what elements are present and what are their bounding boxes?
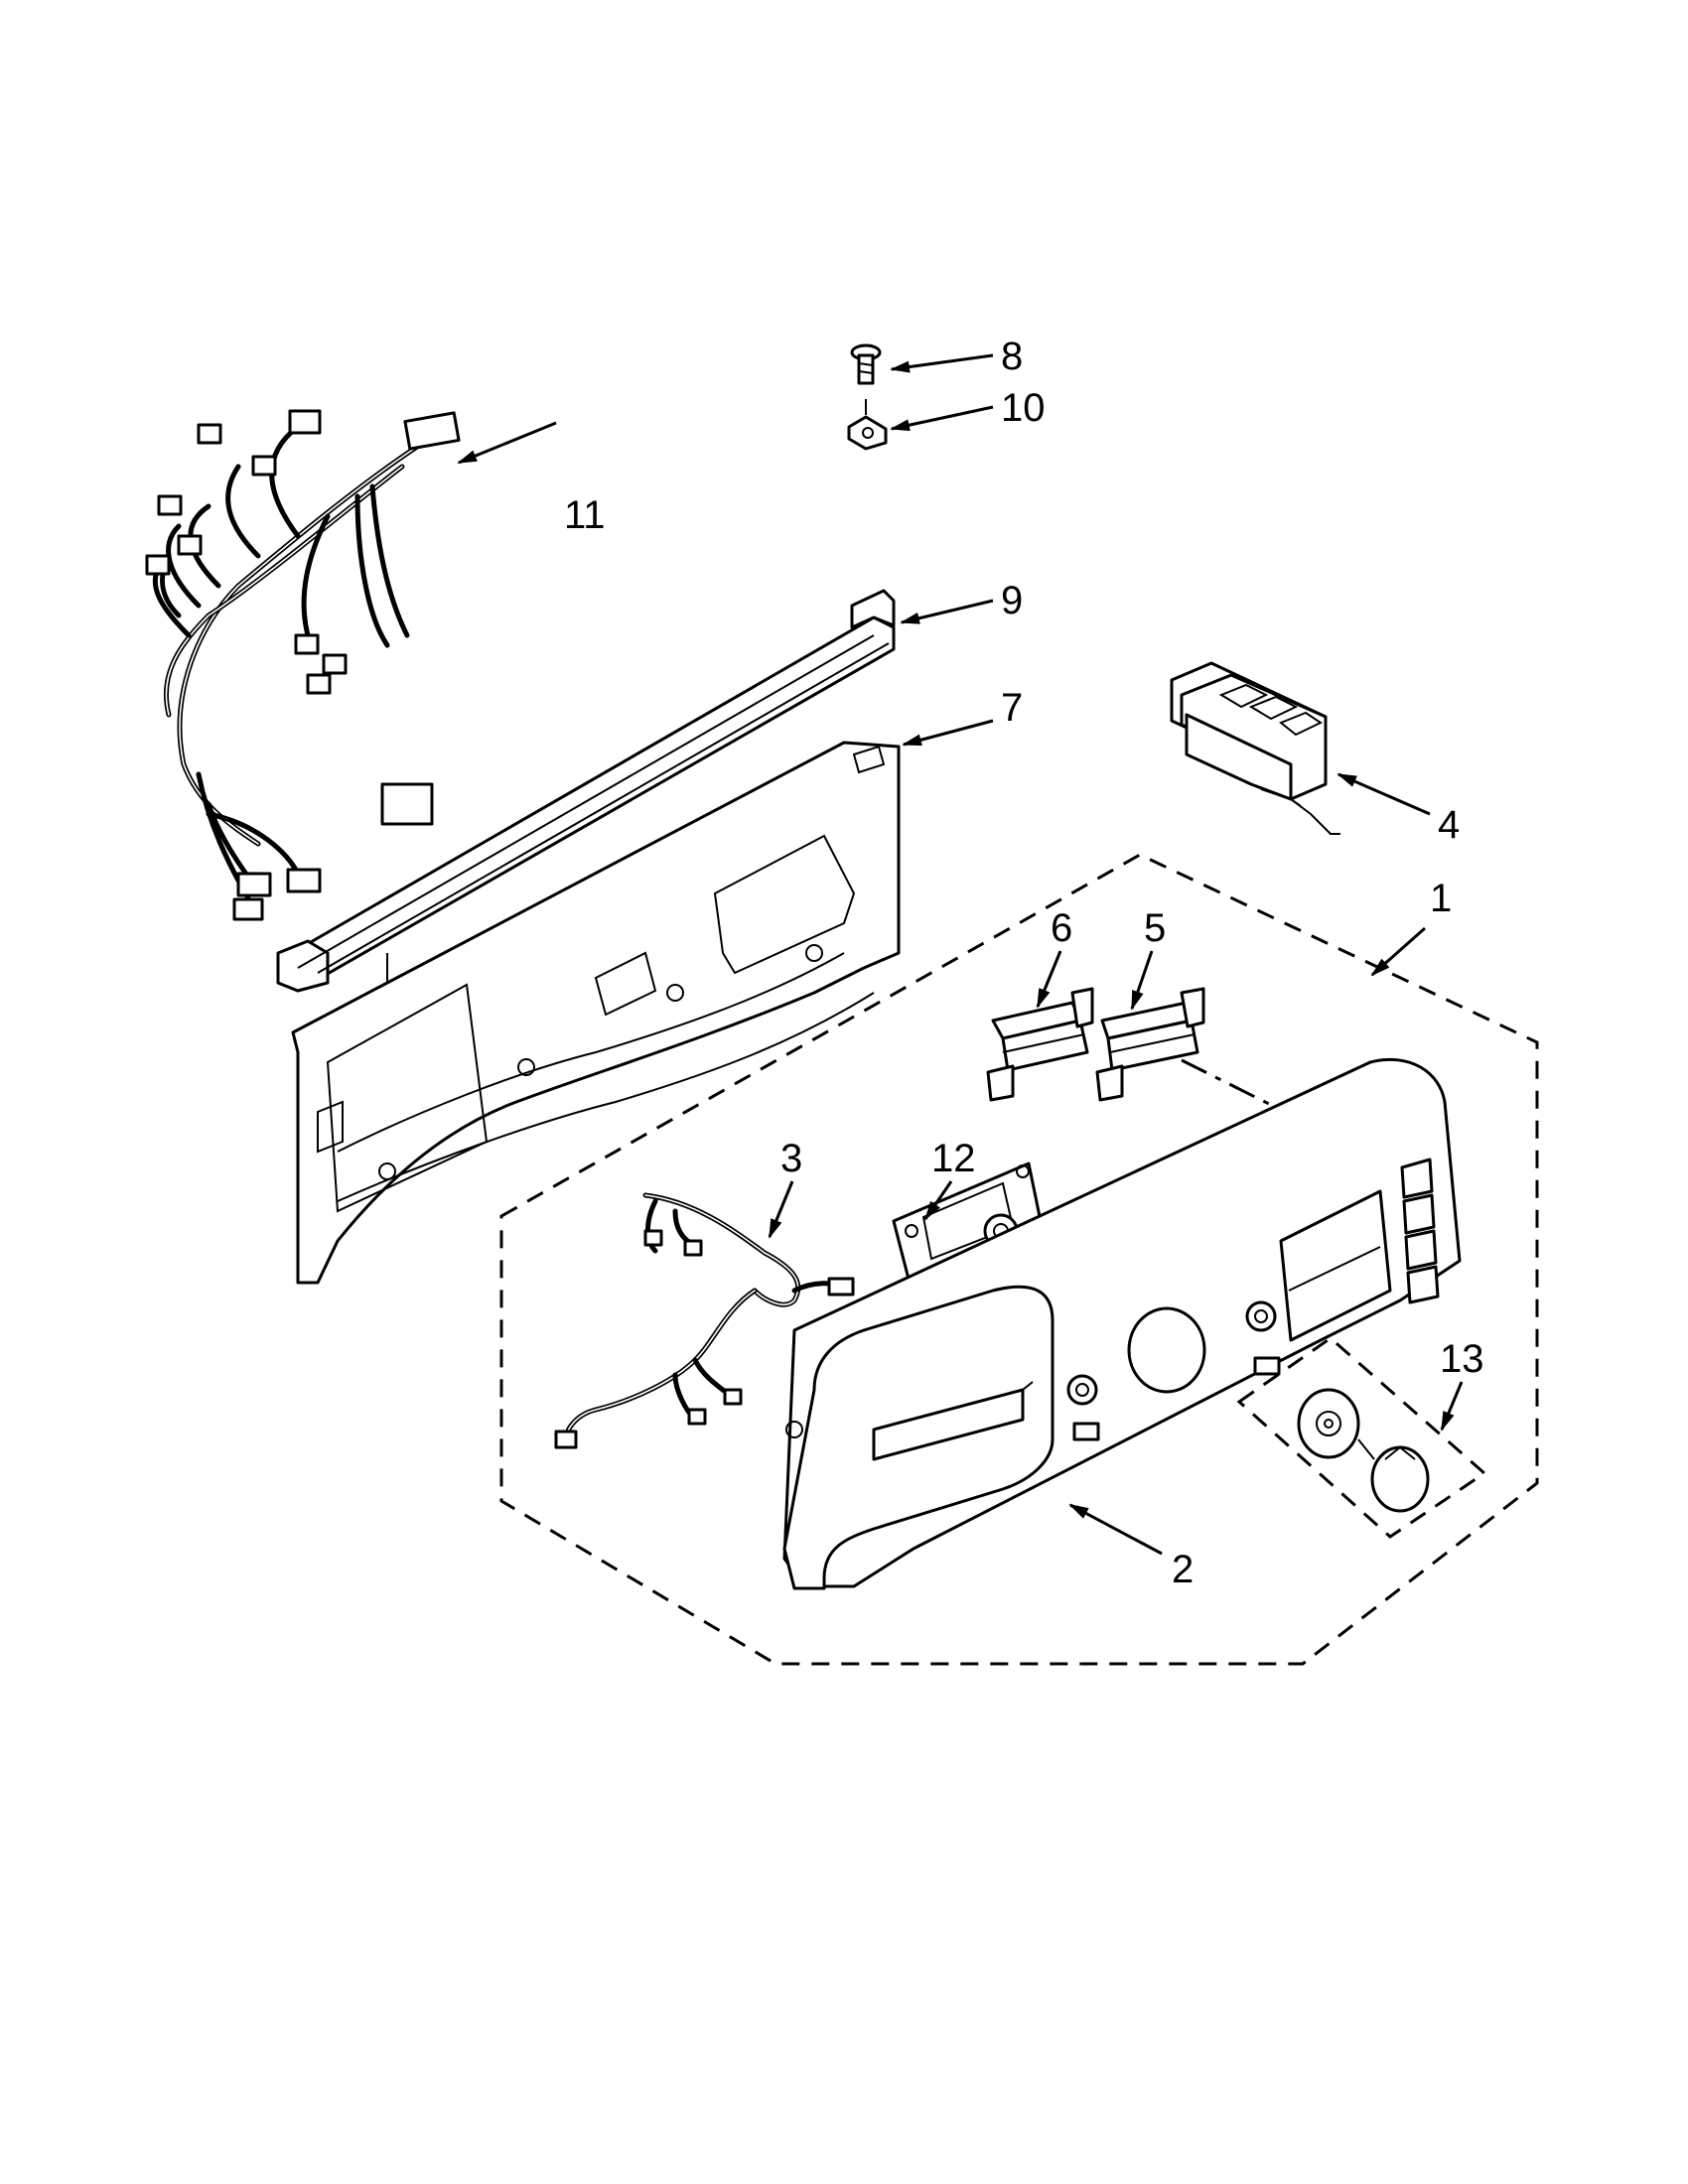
leader-12 (923, 1180, 953, 1221)
assembly-1-boundary (499, 853, 1539, 1666)
knob-part-13 (1297, 1388, 1430, 1513)
leader-9 (900, 599, 994, 624)
callout-label-9: 9 (1001, 579, 1023, 622)
callout-label-7: 7 (1001, 686, 1023, 730)
back-panel-part-7 (291, 741, 901, 1285)
wire-harness-part-3 (554, 1192, 855, 1449)
callout-label-13: 13 (1440, 1337, 1484, 1381)
bracket-part-9 (276, 589, 896, 1077)
leader-1 (1370, 926, 1426, 977)
leader-6 (1036, 950, 1062, 1009)
callout-labels: 11 8 10 9 7 4 1 6 5 12 3 13 2 (564, 335, 1484, 1591)
leader-lines (457, 353, 1464, 1556)
leader-10 (890, 405, 994, 432)
wire-harness-part-11 (145, 409, 461, 921)
callout-label-4: 4 (1438, 803, 1460, 847)
ribbon-cable-part-5 (1095, 987, 1205, 1102)
screw-part-8 (850, 343, 882, 415)
leader-5 (1130, 950, 1154, 1011)
leader-7 (902, 719, 994, 747)
leader-2 (1068, 1503, 1163, 1556)
leader-11 (457, 421, 557, 465)
leader-3 (768, 1180, 794, 1239)
callout-label-1: 1 (1430, 877, 1452, 920)
callout-label-10: 10 (1001, 386, 1046, 430)
callout-label-11: 11 (564, 493, 606, 537)
control-module-part-4 (1170, 661, 1340, 835)
console-panel-part-2 (782, 1057, 1462, 1590)
callout-label-2: 2 (1172, 1548, 1194, 1591)
callout-label-6: 6 (1051, 906, 1072, 950)
callout-label-12: 12 (931, 1137, 976, 1180)
clip-part-10 (847, 415, 888, 451)
callout-label-3: 3 (780, 1137, 802, 1180)
knob-assembly-boundary (1236, 1336, 1487, 1539)
leader-8 (890, 353, 994, 373)
ribbon-cable-part-6 (986, 987, 1094, 1102)
leader-13 (1440, 1381, 1464, 1432)
callout-label-8: 8 (1001, 335, 1023, 378)
callout-label-5: 5 (1144, 906, 1166, 950)
leader-4 (1336, 772, 1431, 816)
assembly-guide-line (1181, 1058, 1282, 1112)
